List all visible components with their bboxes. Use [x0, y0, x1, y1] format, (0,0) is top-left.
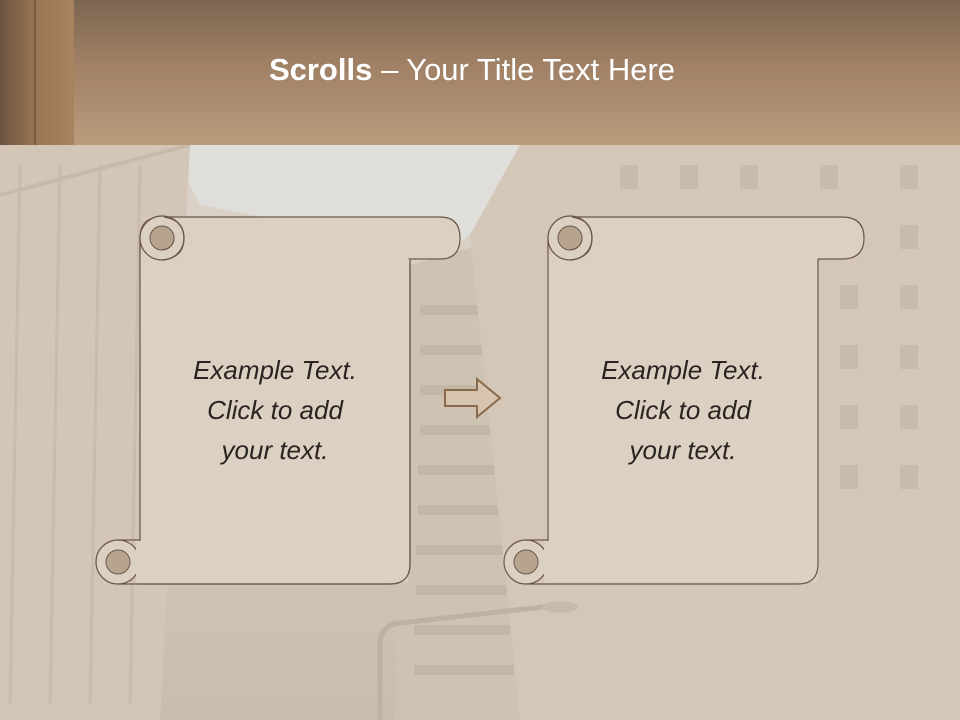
scroll-1-line-3: your text.	[221, 435, 329, 465]
scroll-1[interactable]: Example Text. Click to add your text.	[92, 214, 462, 588]
scroll-2[interactable]: Example Text. Click to add your text.	[500, 214, 870, 588]
header-band: Scrolls – Your Title Text Here	[0, 0, 960, 145]
right-arrow-icon	[444, 376, 502, 420]
title-bold: Scrolls	[268, 52, 373, 87]
scroll-1-line-2: Click to add	[207, 395, 343, 425]
scroll-2-line-2: Click to add	[615, 395, 751, 425]
scroll-shape	[95, 215, 461, 585]
slide-title[interactable]: Scrolls – Your Title Text Here	[0, 52, 944, 88]
scroll-1-text[interactable]: Example Text. Click to add your text.	[140, 350, 410, 470]
scroll-2-text[interactable]: Example Text. Click to add your text.	[548, 350, 818, 470]
scroll-1-line-1: Example Text.	[193, 355, 357, 385]
scroll-2-line-3: your text.	[629, 435, 737, 465]
scroll-2-line-1: Example Text.	[601, 355, 765, 385]
header-accent	[0, 0, 74, 145]
scroll-shape	[503, 215, 865, 585]
title-rest: – Your Title Text Here	[372, 52, 676, 87]
